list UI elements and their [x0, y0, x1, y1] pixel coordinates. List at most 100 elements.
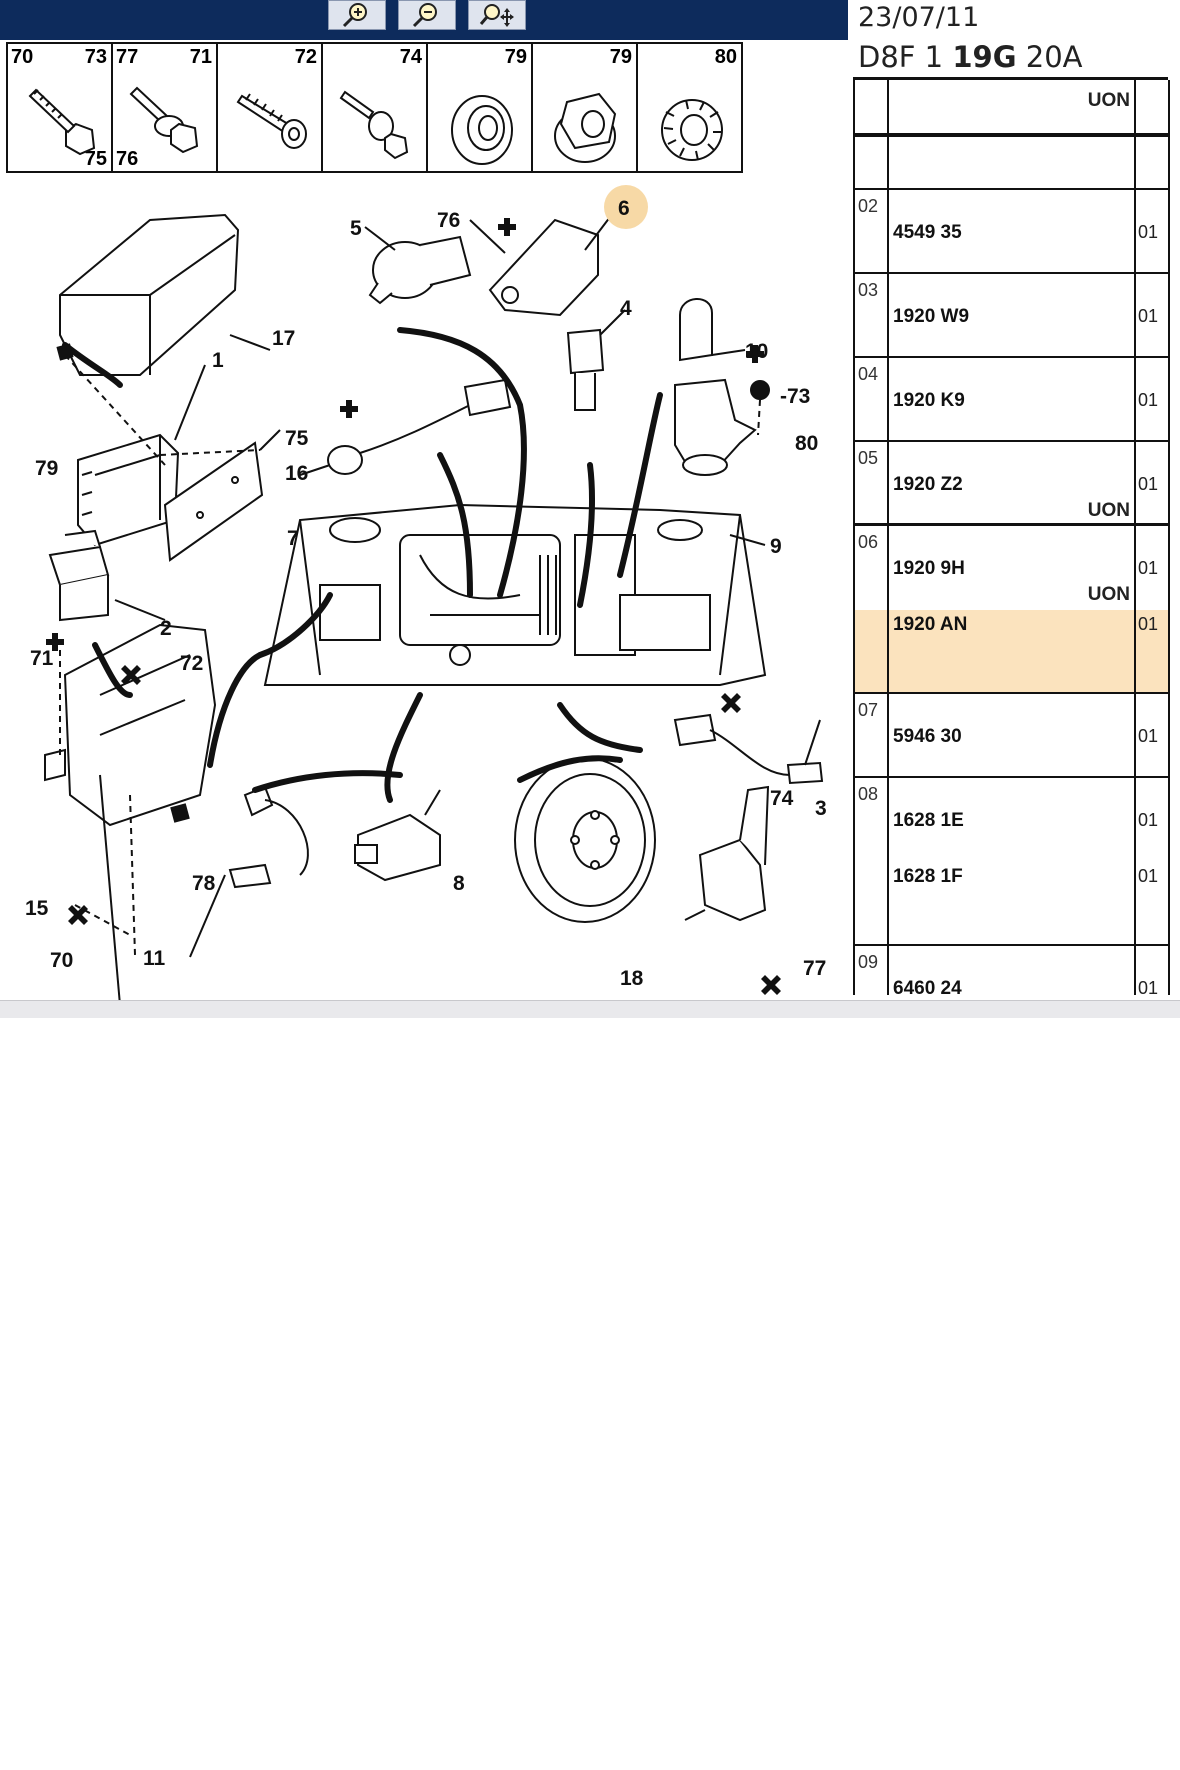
callout-73[interactable]: -73 [780, 385, 810, 408]
part-15-tray[interactable] [44, 623, 217, 827]
callout-18[interactable]: 18 [620, 967, 644, 990]
flange-nut-icon [554, 92, 617, 163]
zoom-out-icon [412, 3, 437, 28]
fastener-cell[interactable]: 79 [533, 44, 638, 171]
flywheel [514, 757, 656, 923]
fastener-cell[interactable]: 74 [323, 44, 428, 171]
quantity: 01 [1138, 810, 1159, 830]
part-number[interactable]: 4549 35 [893, 222, 962, 243]
fastener-cell[interactable]: 77 71 76 [113, 44, 218, 171]
callout-5[interactable]: 5 [350, 217, 362, 240]
quantity: 01 [1138, 222, 1159, 242]
quantity: 01 [1138, 474, 1159, 494]
callout-78[interactable]: 78 [192, 872, 216, 895]
callout-75[interactable]: 75 [285, 427, 309, 450]
part-1-ecu[interactable] [77, 433, 180, 547]
callout-4[interactable]: 4 [620, 297, 632, 320]
table-row[interactable]: 08 1628 1E 01 1628 1F 01 [855, 778, 1170, 946]
part-number[interactable]: 5946 30 [893, 726, 962, 747]
part-number[interactable]: 1920 K9 [893, 390, 965, 411]
engine-code-part2: 19G [952, 40, 1017, 74]
part-number[interactable]: 1920 9H [893, 558, 965, 579]
fastener-cell[interactable]: 80 [638, 44, 741, 171]
callout-79[interactable]: 79 [35, 457, 58, 480]
table-row-selected[interactable]: 1920 AN 01 [855, 610, 1170, 694]
callout-77[interactable]: 77 [803, 957, 826, 980]
callout-76[interactable]: 76 [437, 209, 460, 232]
part-3-crank-sensor[interactable] [673, 713, 824, 785]
callout-80[interactable]: 80 [795, 432, 818, 455]
callout-70[interactable]: 70 [50, 949, 73, 972]
bottom-scrollbar[interactable] [0, 1000, 1180, 1018]
position-number: 09 [858, 952, 879, 972]
engine-code-part3: 20A [1025, 40, 1083, 74]
part-number[interactable]: 6460 24 [893, 978, 962, 995]
callout-3[interactable]: 3 [815, 797, 827, 820]
callout-1[interactable]: 1 [212, 349, 224, 372]
callout-2[interactable]: 2 [160, 617, 172, 640]
part-17-cover[interactable] [59, 213, 240, 376]
part-11-sensor[interactable] [228, 785, 309, 889]
callout-16[interactable]: 16 [285, 462, 308, 485]
parts-table: UON 02 4549 35 01 03 1920 W9 01 04 1920 … [853, 80, 1170, 995]
table-row[interactable]: 09 6460 24 01 [855, 946, 1170, 995]
part-7-knock-sensor[interactable] [327, 378, 512, 475]
zoom-out-button[interactable] [398, 0, 456, 30]
callout-71[interactable]: 71 [30, 647, 54, 670]
part-2-relay[interactable] [48, 529, 110, 622]
table-row[interactable]: 07 5946 30 01 [855, 694, 1170, 778]
engine-code: D8F 1 19G 20A [858, 40, 1083, 74]
part-number[interactable]: 1628 1F [893, 866, 963, 887]
fastener-cell[interactable]: 79 [428, 44, 533, 171]
part-8-module[interactable] [354, 813, 441, 882]
callout-10[interactable]: 10 [745, 340, 768, 363]
quantity: 01 [1138, 726, 1159, 746]
pan-zoom-button[interactable] [468, 0, 526, 30]
callout-9[interactable]: 9 [770, 535, 782, 558]
quantity: 01 [1138, 614, 1159, 634]
stud-nut-icon [339, 90, 409, 160]
position-number: 08 [858, 784, 879, 804]
toolbar [0, 0, 848, 40]
callout-17[interactable]: 17 [272, 327, 295, 350]
position-number: 02 [858, 196, 879, 216]
table-row[interactable]: 05 1920 Z2 01 UON [855, 442, 1170, 526]
table-row[interactable]: 04 1920 K9 01 [855, 358, 1170, 442]
engine-code-part1: D8F 1 [858, 40, 944, 74]
callout-11[interactable]: 11 [143, 947, 166, 970]
fastener-cell[interactable]: 70 73 75 [8, 44, 113, 171]
table-row[interactable]: 03 1920 W9 01 [855, 274, 1170, 358]
position-number: 03 [858, 280, 879, 300]
fastener-ref: 79 [504, 46, 527, 68]
part-number[interactable]: 1920 Z2 [893, 474, 963, 495]
part-9-camshaft-sensor[interactable] [674, 378, 770, 476]
table-row[interactable]: 06 1920 9H 01 UON [855, 526, 1170, 610]
callout-72[interactable]: 72 [180, 652, 203, 675]
exploded-diagram: 6 5 76 4 10 -73 80 9 17 1 79 75 16 7 2 7… [0, 175, 850, 1006]
part-number[interactable]: 1920 AN [893, 614, 968, 635]
callout-74[interactable]: 74 [770, 787, 794, 810]
position-number: 07 [858, 700, 879, 720]
table-header-row: UON [855, 80, 1170, 135]
part-number[interactable]: 1628 1E [893, 810, 964, 831]
part-16-bracket[interactable] [163, 441, 264, 562]
callout-6[interactable]: 6 [618, 197, 630, 220]
fastener-ref: 75 [84, 148, 107, 170]
callout-8[interactable]: 8 [453, 872, 465, 895]
part-18-bracket[interactable] [698, 785, 770, 922]
part-6-sensor[interactable] [488, 218, 599, 317]
part-number[interactable]: 1920 W9 [893, 306, 970, 327]
part-4-temp-sensor[interactable] [566, 328, 605, 411]
callout-15[interactable]: 15 [25, 897, 49, 920]
leader-lines [99, 216, 821, 1006]
bolt-washer-icon [129, 86, 199, 154]
catalog-date: 23/07/11 [858, 2, 980, 33]
zoom-in-button[interactable] [328, 0, 386, 30]
fastener-cell[interactable]: 72 [218, 44, 323, 171]
pan-zoom-icon [479, 4, 514, 27]
part-10-cap[interactable] [679, 298, 713, 362]
table-row [855, 135, 1170, 190]
part-5-pressure-switch[interactable] [368, 235, 472, 305]
table-row[interactable]: 02 4549 35 01 [855, 190, 1170, 274]
callout-7[interactable]: 7 [287, 527, 299, 550]
